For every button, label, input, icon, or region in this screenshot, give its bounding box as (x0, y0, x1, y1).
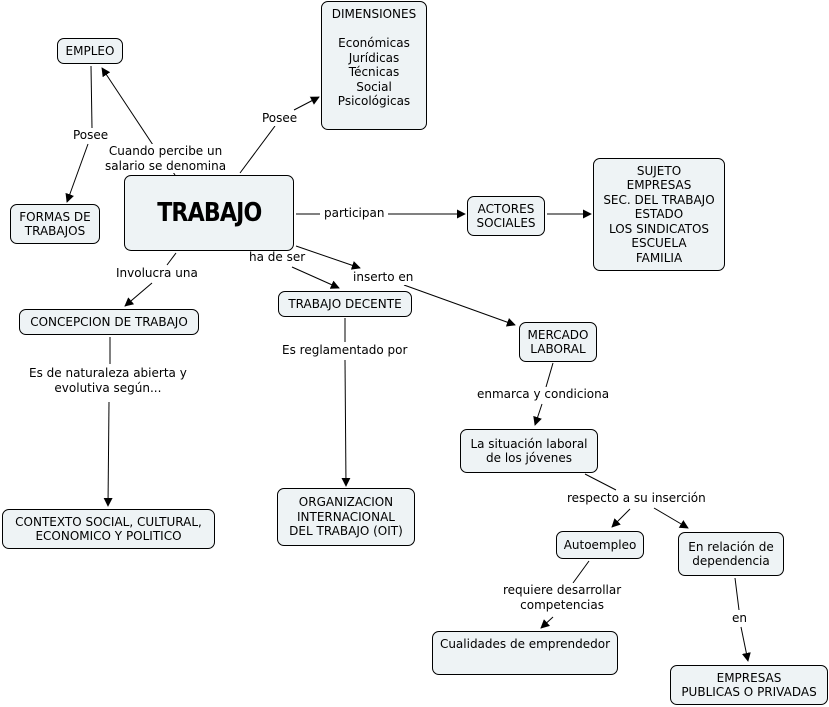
edge-posee-formas (65, 143, 89, 203)
edge-salario-empleo (101, 67, 154, 146)
edge-trabajo-inserto (295, 245, 361, 270)
edge-situacion-respecto (584, 473, 617, 491)
edge-naturaleza-contexto (103, 401, 113, 507)
node-situacion-laboral[interactable]: La situación laboral de los jóvenes (460, 429, 598, 473)
edge-trabajo-posee (239, 125, 276, 174)
edge-autoempleo-requiere (572, 560, 590, 584)
node-dependencia[interactable]: En relación de dependencia (678, 532, 784, 576)
edge-posee-dimensiones (293, 96, 320, 111)
link-label-posee-formas: Posee (72, 128, 110, 143)
node-empresas[interactable]: EMPRESAS PUBLICAS O PRIVADAS (670, 665, 828, 705)
link-label-respecto: respecto a su inserción (566, 491, 707, 506)
edge-trabajo-involucra (166, 252, 177, 266)
edge-mercado-enmarca (545, 362, 554, 388)
edge-requiere-cualidades (540, 616, 554, 629)
node-trabajo[interactable]: TRABAJO (124, 175, 294, 251)
link-label-percibe-salario: Cuando percibe un salario se denomina (104, 144, 228, 173)
node-contexto[interactable]: CONTEXTO SOCIAL, CULTURAL, ECONOMICO Y P… (2, 509, 215, 549)
node-formas-de-trabajos[interactable]: FORMAS DE TRABAJOS (10, 204, 100, 244)
node-oit[interactable]: ORGANIZACION INTERNACIONAL DEL TRABAJO (… (277, 488, 415, 546)
link-label-inserto-en: inserto en (352, 270, 415, 285)
edge-en-empresas (740, 626, 751, 662)
link-label-participan: participan (323, 206, 386, 221)
edge-respecto-autoempleo (611, 508, 631, 528)
link-label-ha-de-ser: ha de ser (249, 250, 306, 264)
edge-respecto-dependencia (653, 507, 689, 529)
link-label-naturaleza: Es de naturaleza abierta y evolutiva seg… (28, 366, 188, 395)
node-empleo[interactable]: EMPLEO (57, 38, 123, 64)
node-actores-sociales[interactable]: ACTORES SOCIALES (467, 196, 545, 236)
edge-hadeser-decente (291, 266, 340, 289)
link-label-involucra: Involucra una (115, 266, 199, 281)
node-dimensiones[interactable]: DIMENSIONES Económicas Jurídicas Técnica… (321, 1, 427, 130)
edge-involucra-concepcion (124, 282, 153, 307)
edge-enmarca-situacion (533, 403, 543, 426)
node-trabajo-title: TRABAJO (156, 197, 262, 228)
node-concepcion-de-trabajo[interactable]: CONCEPCION DE TRABAJO (19, 309, 199, 335)
node-sujetos[interactable]: SUJETO EMPRESAS SEC. DEL TRABAJO ESTADO … (593, 158, 725, 271)
edge-reglamentado-oit (341, 359, 351, 487)
node-cualidades[interactable]: Cualidades de emprendedor (432, 631, 618, 675)
node-trabajo-decente[interactable]: TRABAJO DECENTE (278, 291, 412, 317)
link-label-requiere: requiere desarrollar competencias (502, 583, 623, 612)
node-autoempleo[interactable]: Autoempleo (556, 531, 644, 559)
edge-dependencia-en (734, 577, 740, 611)
link-label-posee-dimensiones: Posee (261, 111, 299, 126)
edge-empleo-posee (90, 65, 93, 129)
node-mercado-laboral[interactable]: MERCADO LABORAL (519, 322, 597, 362)
edge-inserto-mercado (403, 284, 516, 327)
link-label-en: en (731, 611, 748, 626)
link-label-enmarca: enmarca y condiciona (476, 387, 611, 402)
link-label-reglamentado: Es reglamentado por (281, 343, 409, 358)
